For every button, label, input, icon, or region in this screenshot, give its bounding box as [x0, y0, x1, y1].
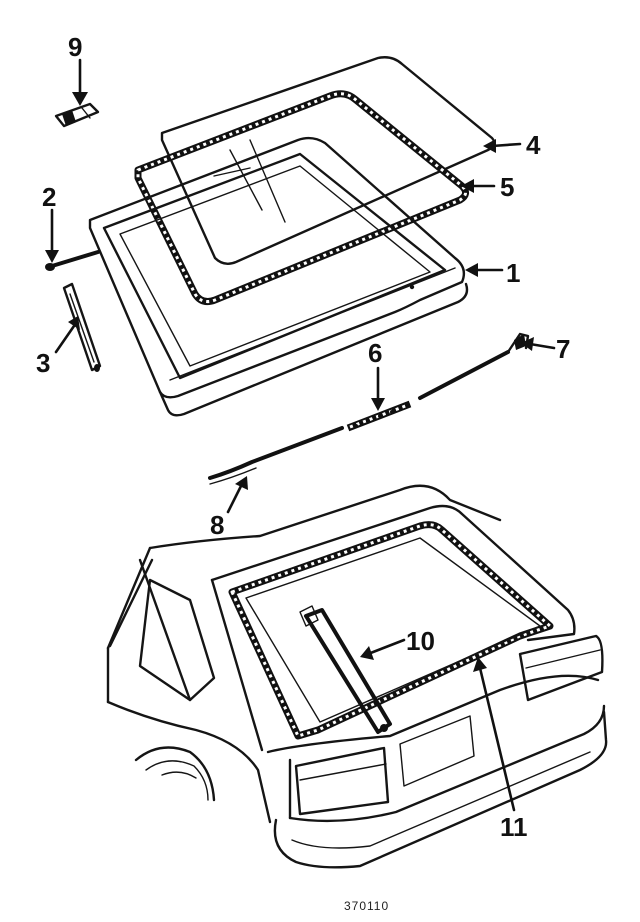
part-5-seal: [134, 90, 469, 305]
part-4-glass: [160, 56, 496, 265]
callout-5: 5: [500, 172, 514, 202]
callout-9: 9: [68, 32, 82, 62]
part-1-liftgate: [88, 136, 469, 417]
diagram-code: 370110: [344, 899, 389, 913]
callout-3: 3: [36, 348, 50, 378]
vehicle-rear: [106, 484, 608, 869]
callout-8: 8: [210, 510, 224, 540]
callout-10: 10: [406, 626, 435, 656]
callout-11: 11: [500, 812, 528, 842]
leader-lines: [45, 58, 556, 812]
part-6-moulding: [346, 350, 510, 432]
callout-labels: 9 2 3 4 5 1 6 7 8 10 11: [36, 32, 570, 842]
callout-2: 2: [42, 182, 56, 212]
part-3-bracket: [62, 282, 102, 372]
part-8-moulding: [208, 426, 344, 485]
callout-4: 4: [526, 130, 541, 160]
part-2-pin: [45, 250, 100, 271]
callout-7: 7: [556, 334, 570, 364]
callout-1: 1: [506, 258, 520, 288]
callout-6: 6: [368, 338, 382, 368]
part-9-clip: [54, 102, 100, 128]
